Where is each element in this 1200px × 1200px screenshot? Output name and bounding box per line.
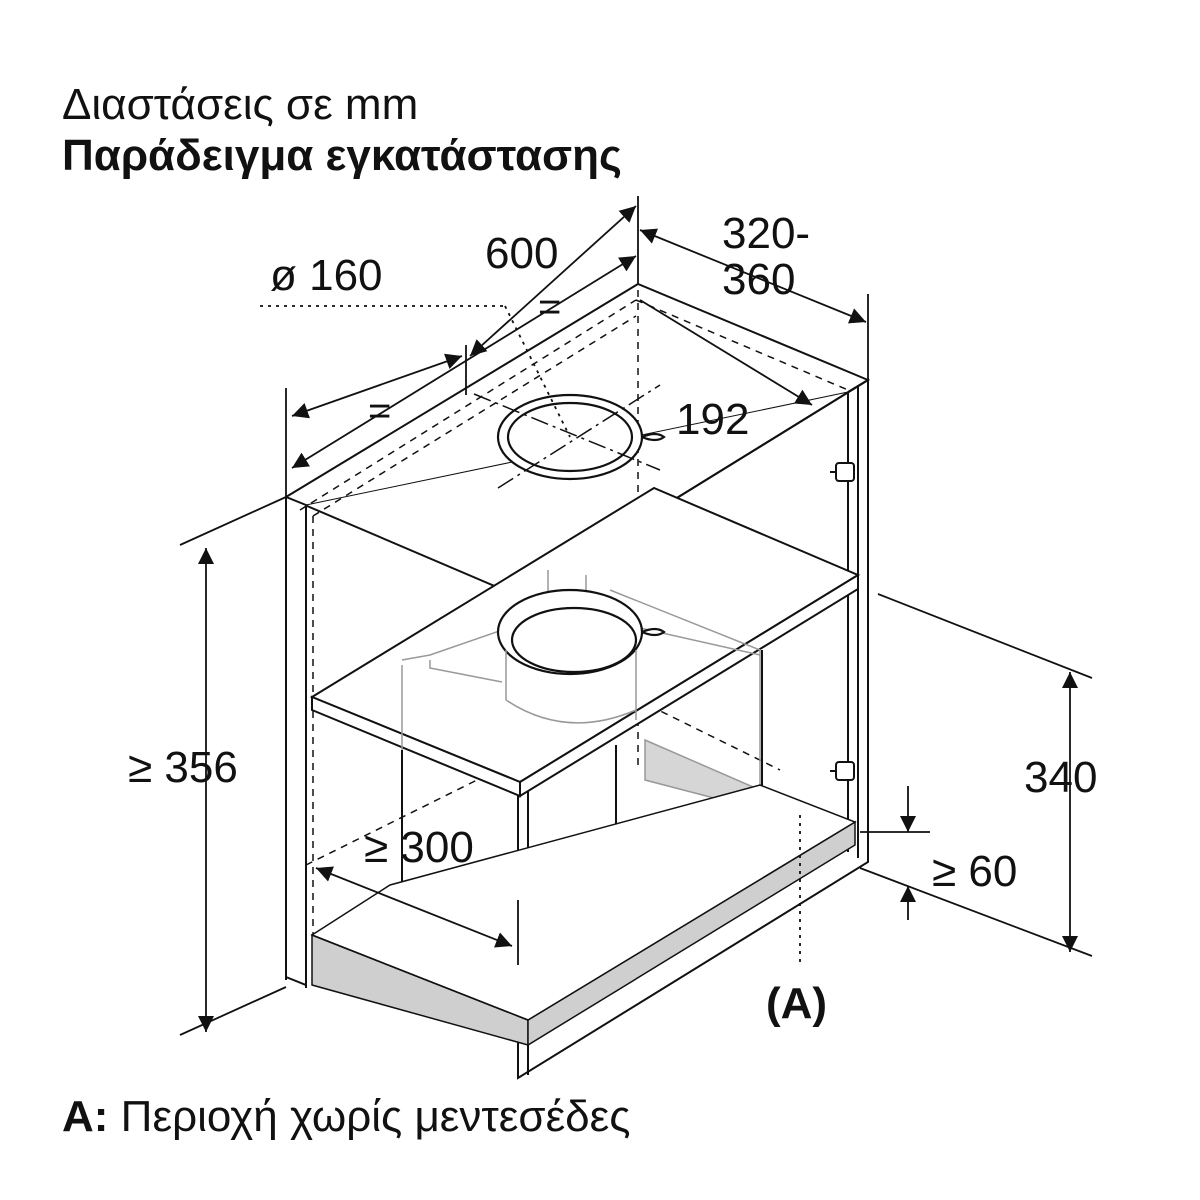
dimension-lines <box>179 196 1093 1036</box>
dim-equal-right <box>469 205 637 357</box>
hinge-bracket-bottom <box>830 761 855 781</box>
label-cabinet-height: ≥ 356 <box>128 743 238 792</box>
label-inner-width: ≥ 300 <box>364 823 474 872</box>
dim-equal-left <box>291 353 463 419</box>
diagram-title: Παράδειγμα εγκατάστασης <box>62 131 622 180</box>
label-depth-bottom: 360 <box>722 255 795 304</box>
legend-key: A: <box>62 1092 109 1141</box>
diagram-subtitle: Διαστάσεις σε mm <box>62 80 419 129</box>
label-duct-diameter: ø 160 <box>270 251 383 300</box>
duct-pipe <box>505 650 637 724</box>
label-equal-left: = <box>368 389 391 433</box>
label-area-marker: (A) <box>766 979 827 1028</box>
label-width: 600 <box>485 229 558 278</box>
label-equal-right: = <box>538 285 561 329</box>
dim-192 <box>639 299 813 406</box>
label-depth-top: 320- <box>722 209 810 258</box>
hinge-bracket-top <box>830 462 855 482</box>
label-bottom-clearance: ≥ 60 <box>932 847 1017 896</box>
legend-text: Περιοχή χωρίς μεντεσέδες <box>120 1092 631 1141</box>
label-hole-offset: 192 <box>676 395 749 444</box>
cabinet-left-side <box>285 495 307 987</box>
dim-depth <box>639 228 867 324</box>
legend: A: Περιοχή χωρίς μεντεσέδες <box>62 1092 631 1142</box>
dim-300 <box>315 866 513 948</box>
label-hood-height: 340 <box>1024 753 1097 802</box>
shelf-duct-ring <box>496 588 666 676</box>
